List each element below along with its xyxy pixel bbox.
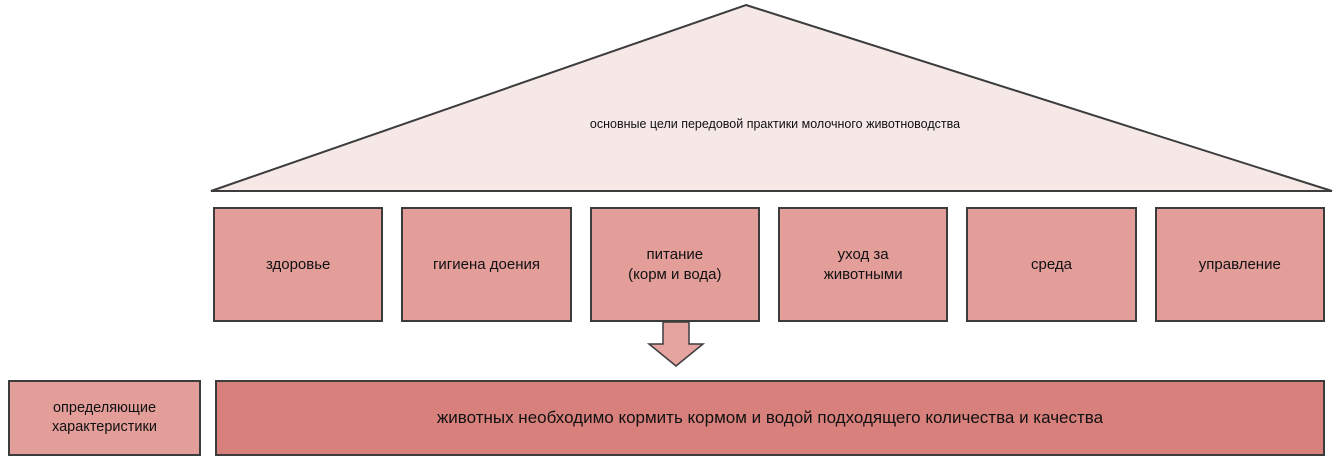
- defining-characteristics-label: определяющие характеристики: [52, 400, 157, 435]
- goal-boxes-row: здоровье гигиена доения питание (корм и …: [213, 207, 1325, 322]
- goal-box-health: здоровье: [213, 207, 384, 322]
- goal-box-health-label: здоровье: [265, 255, 331, 273]
- statement-box: животных необходимо кормить кормом и вод…: [215, 380, 1325, 456]
- goal-box-environment-label: среда: [1031, 255, 1072, 273]
- roof-title: основные цели передовой практики молочно…: [589, 117, 961, 131]
- goal-box-nutrition: питание (корм и вода): [589, 207, 760, 322]
- down-arrow-shape: [646, 321, 706, 367]
- goal-box-milking-hygiene: гигиена доения: [401, 207, 572, 322]
- goal-box-nutrition-label: питание (корм и вода): [628, 245, 722, 283]
- roof-triangle-shape: [210, 3, 1333, 192]
- goal-box-animal-care: уход за животными: [777, 207, 949, 322]
- defining-characteristics-box: определяющие характеристики: [8, 380, 201, 456]
- down-arrow-icon: [646, 321, 706, 367]
- goal-box-animal-care-label: уход за животными: [823, 245, 903, 283]
- statement-label: животных необходимо кормить кормом и вод…: [436, 408, 1104, 427]
- goal-box-environment: среда: [966, 207, 1137, 322]
- goal-box-management-label: управление: [1198, 255, 1281, 273]
- roof-triangle: [210, 3, 1333, 192]
- goal-box-management: управление: [1154, 207, 1325, 322]
- goal-box-milking-hygiene-label: гигиена доения: [432, 255, 541, 273]
